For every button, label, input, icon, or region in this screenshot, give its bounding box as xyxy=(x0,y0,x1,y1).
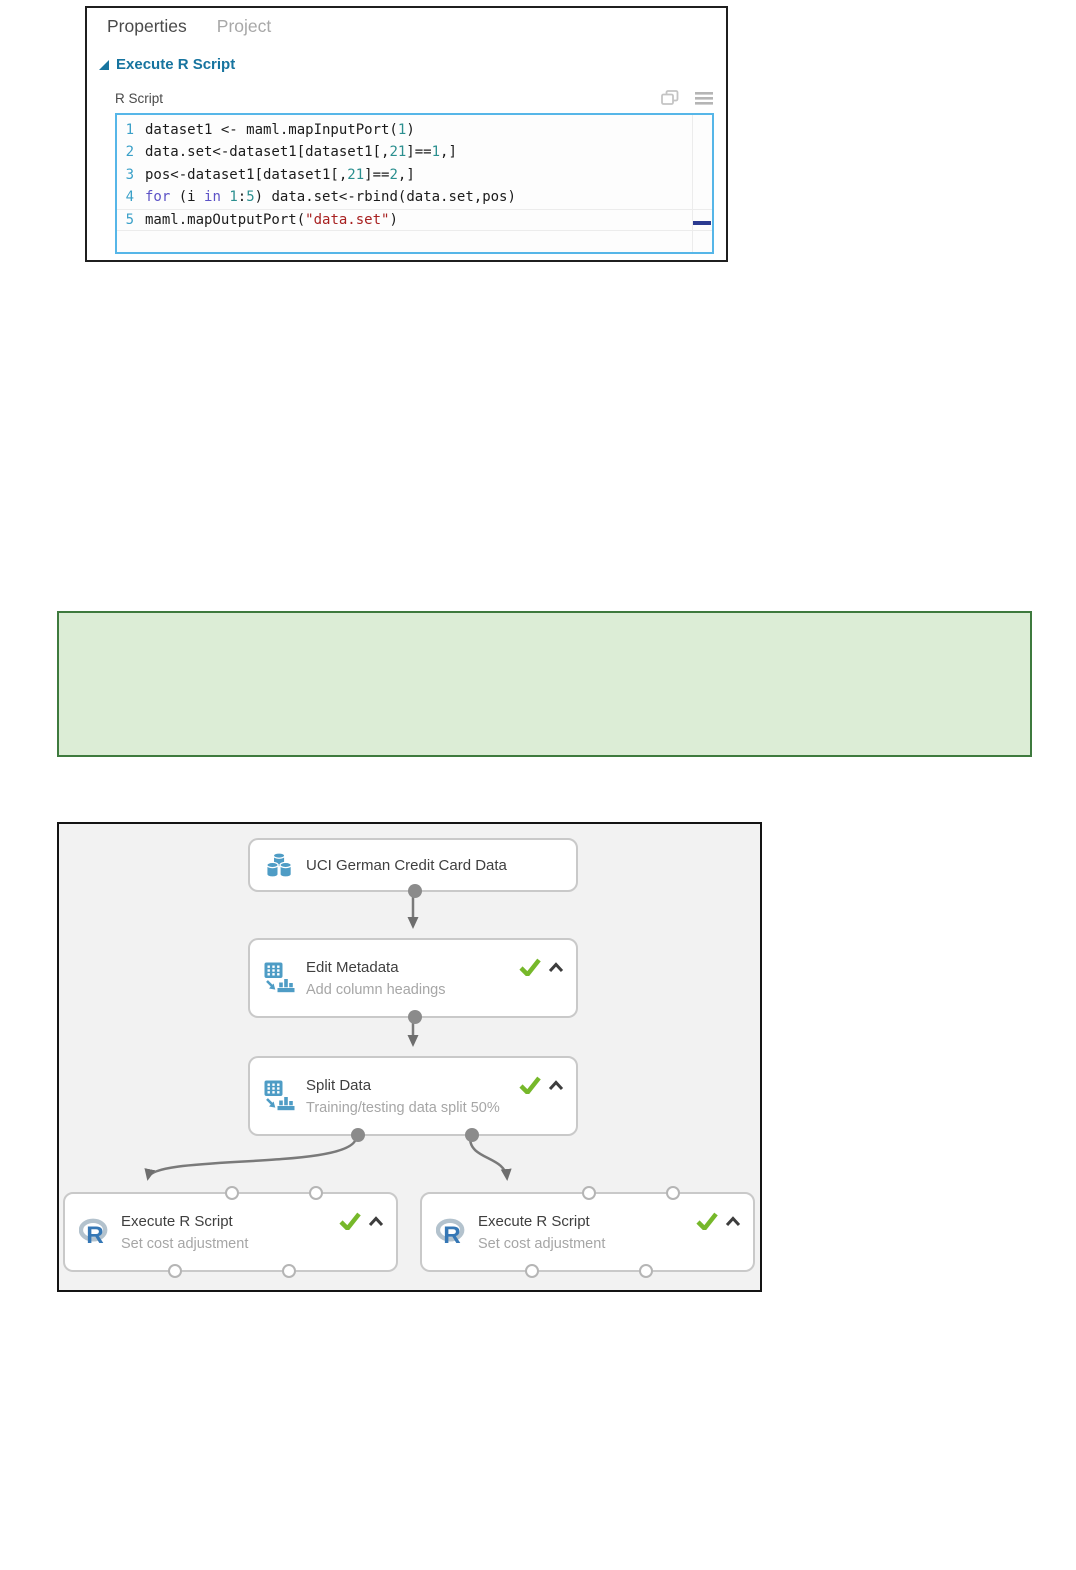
input-port-2[interactable] xyxy=(225,1186,239,1200)
section-title: Execute R Script xyxy=(116,56,236,73)
node-split-data[interactable]: Split Data Training/testing data split 5… xyxy=(248,1056,578,1142)
menu-icon[interactable] xyxy=(695,91,713,106)
output-port-2[interactable] xyxy=(639,1264,653,1278)
dataset-icon xyxy=(262,849,298,881)
properties-panel: Properties Project Execute R Script R Sc… xyxy=(85,6,728,262)
success-check-icon xyxy=(519,1076,541,1094)
node-edit-metadata[interactable]: Edit Metadata Add column headings xyxy=(248,938,578,1024)
collapse-chevron-icon[interactable] xyxy=(725,1215,741,1227)
code-line[interactable]: 1 dataset1 <- maml.mapInputPort(1) xyxy=(117,119,712,141)
code-line[interactable]: 3 pos<-dataset1[dataset1[,21]==2,] xyxy=(117,164,712,186)
tab-project[interactable]: Project xyxy=(216,16,272,36)
output-port-2[interactable] xyxy=(465,1128,479,1142)
note-box xyxy=(57,611,1032,757)
output-port-1[interactable] xyxy=(351,1128,365,1142)
code-line[interactable]: 5 maml.mapOutputPort("data.set") xyxy=(117,208,712,231)
popout-icon[interactable] xyxy=(661,90,679,106)
tab-properties[interactable]: Properties xyxy=(107,16,187,36)
code-text: dataset1 <- maml.mapInputPort(1) xyxy=(145,122,415,138)
output-port-2[interactable] xyxy=(282,1264,296,1278)
success-check-icon xyxy=(519,958,541,976)
code-text: data.set<-dataset1[dataset1[,21]==1,] xyxy=(145,144,457,161)
line-number: 4 xyxy=(125,189,134,206)
module-section-header[interactable]: Execute R Script xyxy=(99,56,235,73)
node-subtitle: Set cost adjustment xyxy=(121,1235,249,1252)
node-title: Split Data xyxy=(306,1076,372,1094)
table-transform-icon xyxy=(262,1079,298,1113)
panel-tabs: Properties Project xyxy=(107,16,271,37)
success-check-icon xyxy=(339,1212,361,1230)
line-number: 5 xyxy=(125,211,134,228)
code-lines: 1 dataset1 <- maml.mapInputPort(1) 2 data.s… xyxy=(117,115,712,231)
output-port-1[interactable] xyxy=(525,1264,539,1278)
rscript-label: R Script xyxy=(115,90,164,106)
connector-split-to-rscript-left[interactable] xyxy=(144,1137,358,1181)
code-text: pos<-dataset1[dataset1[,21]==2,] xyxy=(145,166,415,183)
output-port[interactable] xyxy=(408,1010,422,1024)
r-script-icon: R xyxy=(77,1217,113,1247)
r-script-editor[interactable]: 1 dataset1 <- maml.mapInputPort(1) 2 data.s… xyxy=(115,113,714,254)
code-text: for (i in 1:5) data.set<-rbind(data.set,… xyxy=(145,189,516,206)
r-script-icon: R xyxy=(434,1217,470,1247)
collapse-chevron-icon[interactable] xyxy=(548,1079,564,1091)
line-number: 3 xyxy=(125,166,134,183)
node-execute-r-script-left[interactable]: R Execute R Script Set cost adjustment xyxy=(63,1186,398,1278)
input-port-3[interactable] xyxy=(666,1186,680,1200)
svg-text:R: R xyxy=(443,1222,461,1247)
code-text: maml.mapOutputPort("data.set") xyxy=(145,211,398,228)
connector-split-to-rscript-right[interactable] xyxy=(468,1137,512,1181)
node-uci-german-credit-card-data[interactable]: UCI German Credit Card Data xyxy=(248,838,578,898)
collapse-chevron-icon[interactable] xyxy=(368,1215,384,1227)
table-transform-icon xyxy=(262,961,298,995)
node-subtitle: Set cost adjustment xyxy=(478,1235,606,1252)
output-port[interactable] xyxy=(408,884,422,898)
output-port-1[interactable] xyxy=(168,1264,182,1278)
scrollbar-mark xyxy=(693,221,711,225)
node-subtitle: Training/testing data split 50% xyxy=(306,1099,500,1116)
rscript-field-row: R Script xyxy=(115,90,713,106)
code-line[interactable]: 4 for (i in 1:5) data.set<-rbind(data.set… xyxy=(117,186,712,208)
code-line[interactable]: 2 data.set<-dataset1[dataset1[,21]==1,] xyxy=(117,141,712,163)
node-title: Execute R Script xyxy=(121,1212,233,1230)
collapse-triangle-icon xyxy=(99,59,109,70)
node-title: UCI German Credit Card Data xyxy=(306,856,507,874)
collapse-chevron-icon[interactable] xyxy=(548,961,564,973)
editor-scrollbar[interactable] xyxy=(692,115,693,252)
node-subtitle: Add column headings xyxy=(306,981,446,998)
node-title: Execute R Script xyxy=(478,1212,590,1230)
svg-text:R: R xyxy=(86,1222,104,1247)
line-number: 2 xyxy=(125,144,134,161)
node-title: Edit Metadata xyxy=(306,958,399,976)
experiment-canvas[interactable]: UCI German Credit Card Data Edi xyxy=(57,822,762,1292)
input-port-3[interactable] xyxy=(309,1186,323,1200)
node-execute-r-script-right[interactable]: R Execute R Script Set cost adjustment xyxy=(420,1186,755,1278)
success-check-icon xyxy=(696,1212,718,1230)
line-number: 1 xyxy=(125,122,134,138)
input-port-2[interactable] xyxy=(582,1186,596,1200)
